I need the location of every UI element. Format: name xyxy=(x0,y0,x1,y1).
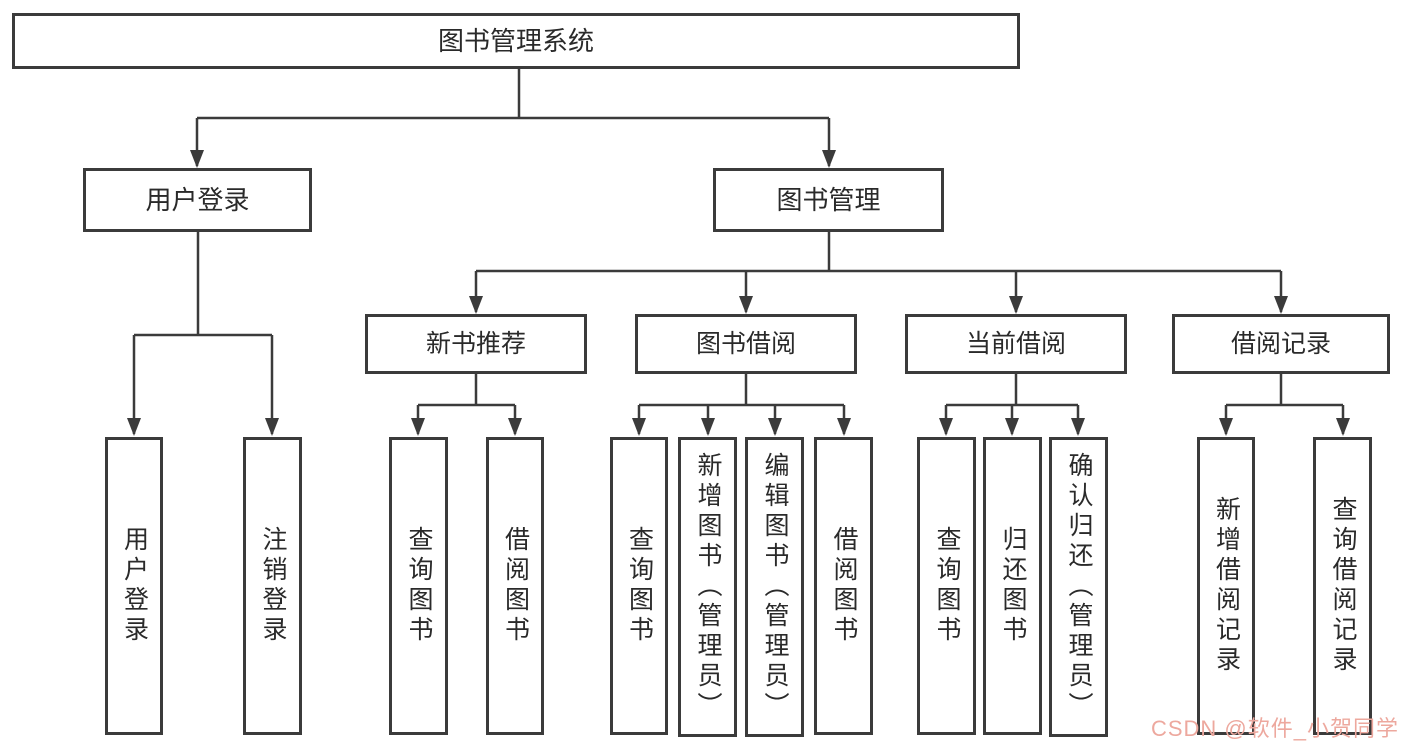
leaf-query-books-current: 查询图书 xyxy=(917,437,976,735)
leaf-borrow-books-recommend: 借阅图书 xyxy=(486,437,544,735)
node-book-management: 图书管理 xyxy=(713,168,944,232)
node-label: 当前借阅 xyxy=(965,329,1066,358)
leaf-label: 查询图书 xyxy=(933,526,961,646)
leaf-label: 借阅图书 xyxy=(501,526,530,646)
leaf-label: 注销登录 xyxy=(259,526,287,646)
csdn-watermark: CSDN @软件_小贺同学 xyxy=(1150,716,1399,741)
leaf-label: 查询图书 xyxy=(625,526,654,646)
leaf-add-borrow-record: 新增借阅记录 xyxy=(1197,437,1255,735)
node-new-book-recommend: 新书推荐 xyxy=(365,314,587,374)
leaf-query-books-recommend: 查询图书 xyxy=(389,437,448,735)
node-user-login: 用户登录 xyxy=(83,168,312,232)
leaf-label: 查询图书 xyxy=(405,526,433,646)
leaf-label: 新增图书（管理员） xyxy=(694,452,722,722)
leaf-confirm-return-admin: 确认归还（管理员） xyxy=(1049,437,1108,737)
leaf-label: 借阅图书 xyxy=(830,526,858,646)
node-root-system: 图书管理系统 xyxy=(12,13,1020,69)
node-label: 借阅记录 xyxy=(1230,329,1331,358)
leaf-borrow-books: 借阅图书 xyxy=(814,437,873,735)
node-label: 用户登录 xyxy=(145,185,250,215)
leaf-user-login: 用户登录 xyxy=(105,437,163,735)
leaf-label: 新增借阅记录 xyxy=(1212,496,1241,676)
leaf-edit-books-admin: 编辑图书（管理员） xyxy=(745,437,804,737)
connector-root-bus xyxy=(197,69,829,120)
connector-new-book-bus xyxy=(418,374,515,407)
leaf-label: 确认归还（管理员） xyxy=(1065,452,1093,722)
leaf-return-books: 归还图书 xyxy=(983,437,1042,735)
connector-borrow-records-bus xyxy=(1226,374,1343,407)
node-label: 图书管理系统 xyxy=(437,26,594,56)
node-label: 新书推荐 xyxy=(425,329,526,358)
leaf-logout: 注销登录 xyxy=(243,437,302,735)
connector-current-borrow-bus xyxy=(946,374,1078,407)
leaf-query-books-borrow: 查询图书 xyxy=(610,437,668,735)
node-book-borrowing: 图书借阅 xyxy=(635,314,857,374)
node-current-borrowing: 当前借阅 xyxy=(905,314,1127,374)
leaf-label: 查询借阅记录 xyxy=(1329,496,1357,676)
connector-book-mgmt-bus xyxy=(476,232,1281,273)
node-label: 图书管理 xyxy=(776,185,881,215)
leaf-label: 归还图书 xyxy=(999,526,1027,646)
connector-user-login-bus xyxy=(134,232,272,337)
node-label: 图书借阅 xyxy=(695,329,796,358)
leaf-label: 用户登录 xyxy=(120,526,149,646)
leaf-query-borrow-record: 查询借阅记录 xyxy=(1313,437,1372,735)
connector-book-borrow-bus xyxy=(639,374,844,407)
node-borrowing-records: 借阅记录 xyxy=(1172,314,1390,374)
leaf-add-books-admin: 新增图书（管理员） xyxy=(678,437,737,737)
leaf-label: 编辑图书（管理员） xyxy=(761,452,789,722)
